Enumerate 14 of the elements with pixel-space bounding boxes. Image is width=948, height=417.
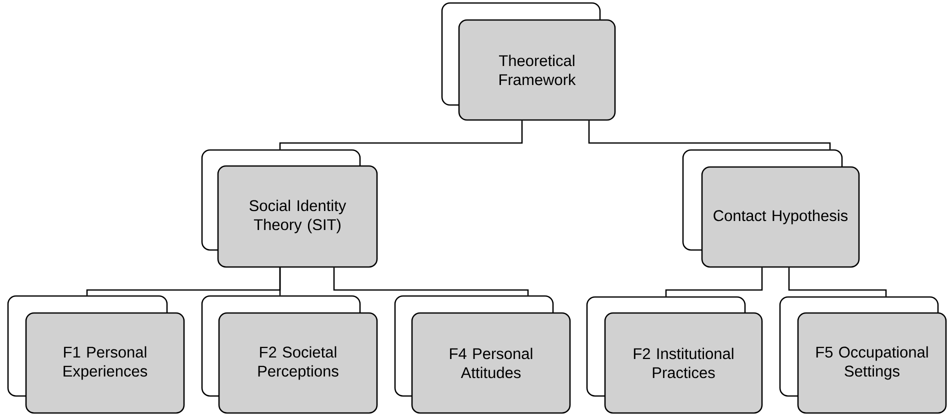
stacked-box: F1 Personal Experiences — [7, 295, 185, 414]
connector-line — [279, 120, 523, 150]
connector-line — [788, 268, 887, 296]
stacked-box: Social Identity Theory (SIT) — [201, 149, 378, 268]
connector-line — [665, 268, 763, 296]
stacked-box: Theoretical Framework — [441, 2, 616, 121]
stacked-box: Contact Hypothesis — [682, 149, 860, 268]
connector-line — [279, 268, 281, 296]
stacked-box: F2 Societal Perceptions — [201, 295, 378, 414]
connector-line — [588, 120, 831, 150]
stacked-box: F5 Occupational Settings — [779, 296, 947, 414]
stacked-box: F2 Institutional Practices — [586, 296, 763, 414]
connector-line — [333, 268, 529, 296]
stacked-box: F4 Personal Attitudes — [394, 295, 571, 414]
